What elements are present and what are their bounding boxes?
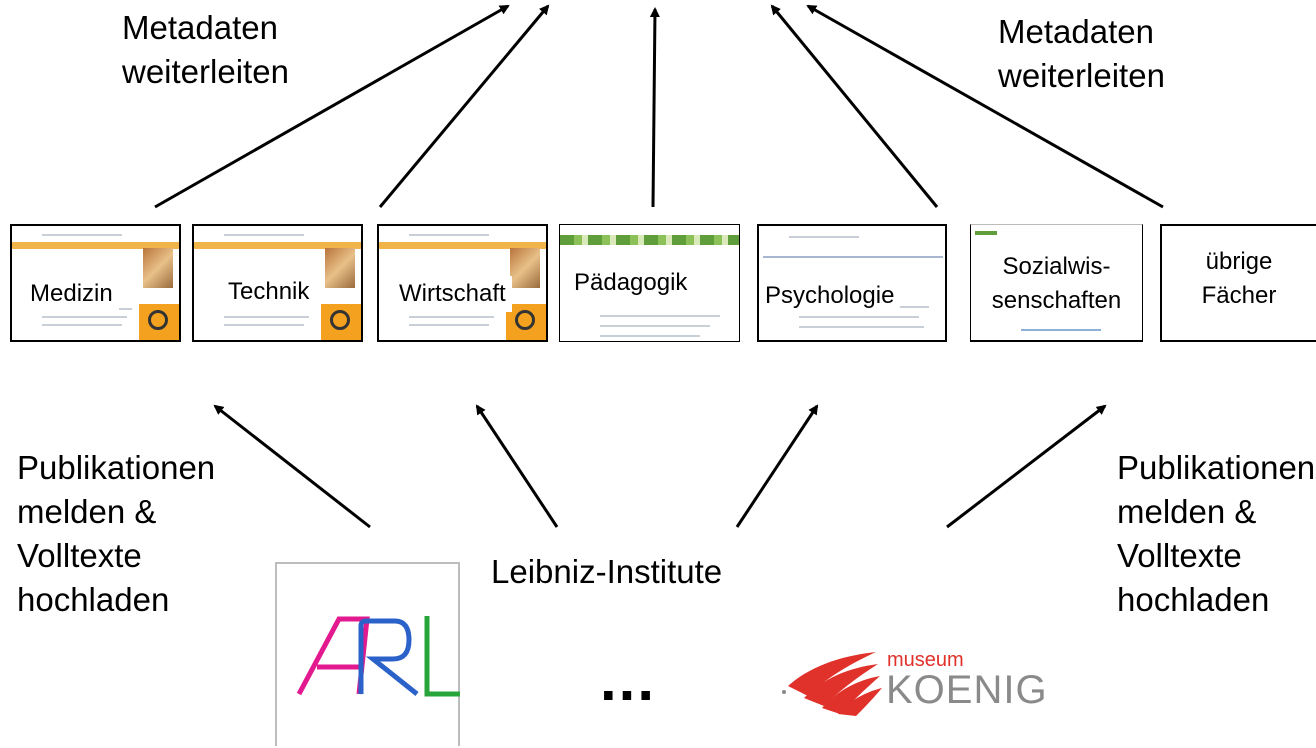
portal-wirtschaft-label: Wirtschaft bbox=[393, 276, 512, 312]
portal-sozialwissenschaften-line1: Sozialwis- bbox=[1002, 253, 1111, 280]
portal-medizin-label: Medizin bbox=[24, 276, 119, 312]
magnifier-icon bbox=[321, 304, 361, 340]
bottom-left-label: Publikationen melden & Volltexte hochlad… bbox=[17, 446, 215, 622]
arrow-paedagogik-up bbox=[649, 7, 660, 208]
bottom-right-line1: Publikationen bbox=[1117, 449, 1316, 486]
top-right-label: Metadaten weiterleiten bbox=[998, 10, 1165, 98]
portal-uebrige-faecher-label: übrige Fächer bbox=[1162, 242, 1316, 316]
museum-koenig-text: KOENIG bbox=[886, 668, 1048, 712]
museum-koenig-logo: museum KOENIG bbox=[778, 648, 1047, 718]
top-left-label: Metadaten weiterleiten bbox=[122, 6, 289, 94]
portal-paedagogik: Pädagogik bbox=[559, 224, 740, 342]
magnifier-icon bbox=[139, 304, 179, 340]
portal-sozialwissenschaften-label: Sozialwis- senschaften bbox=[971, 247, 1142, 321]
museum-koenig-emblem bbox=[782, 652, 882, 716]
portal-uebrige-faecher: übrige Fächer bbox=[1160, 224, 1316, 342]
arrow-psychologie-up bbox=[770, 4, 939, 208]
bottom-right-line2: melden & bbox=[1117, 493, 1257, 530]
arl-logo-frame bbox=[275, 562, 460, 746]
bottom-left-line4: hochladen bbox=[17, 581, 170, 618]
top-left-label-line2: weiterleiten bbox=[122, 53, 289, 90]
portal-technik-label: Technik bbox=[222, 274, 316, 310]
arrow-medizin-up bbox=[154, 4, 510, 209]
bottom-left-line3: Volltexte bbox=[17, 537, 142, 574]
portal-psychologie: Psychologie bbox=[757, 224, 947, 342]
portal-wirtschaft: Wirtschaft bbox=[377, 224, 548, 342]
portal-uebrige-faecher-line2: Fächer bbox=[1201, 282, 1277, 309]
bottom-right-line3: Volltexte bbox=[1117, 537, 1242, 574]
top-right-label-line2: weiterleiten bbox=[998, 57, 1165, 94]
bottom-left-line1: Publikationen bbox=[17, 449, 216, 486]
top-left-label-line1: Metadaten bbox=[122, 9, 278, 46]
museum-small-text: museum bbox=[887, 649, 964, 671]
top-right-label-line1: Metadaten bbox=[998, 13, 1154, 50]
portal-uebrige-faecher-line1: übrige bbox=[1205, 248, 1273, 275]
portal-technik: Technik bbox=[192, 224, 363, 342]
arrow-bottom-2 bbox=[475, 404, 559, 528]
bottom-right-line4: hochladen bbox=[1117, 581, 1270, 618]
portal-sozialwissenschaften: Sozialwis- senschaften bbox=[970, 224, 1143, 342]
portal-sozialwissenschaften-line2: senschaften bbox=[991, 287, 1122, 314]
magnifier-icon bbox=[506, 304, 546, 340]
arrow-uebrige-up bbox=[806, 4, 1164, 209]
portal-psychologie-label: Psychologie bbox=[759, 278, 901, 314]
leibniz-institute-label: Leibniz-Institute bbox=[491, 553, 723, 590]
ellipsis: ... bbox=[600, 646, 657, 713]
arrow-bottom-3 bbox=[735, 404, 819, 528]
arrow-bottom-1 bbox=[213, 404, 371, 529]
portal-paedagogik-label: Pädagogik bbox=[568, 265, 694, 301]
arl-logo bbox=[296, 616, 460, 697]
portal-medizin: Medizin bbox=[10, 224, 181, 342]
arrow-technik-up bbox=[378, 4, 550, 208]
bottom-left-line2: melden & bbox=[17, 493, 157, 530]
bottom-right-label: Publikationen melden & Volltexte hochlad… bbox=[1117, 446, 1316, 622]
arrow-bottom-4 bbox=[946, 404, 1107, 529]
